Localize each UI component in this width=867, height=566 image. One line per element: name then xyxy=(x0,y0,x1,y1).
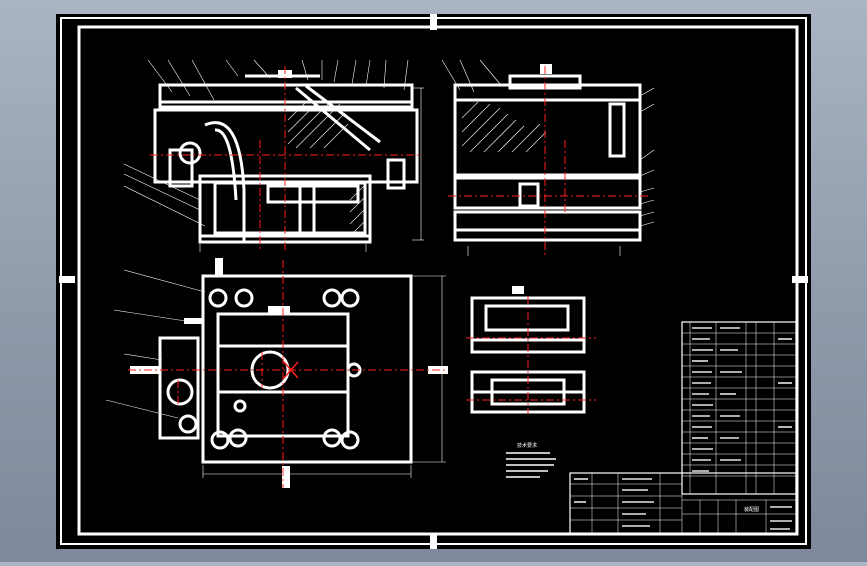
side-view-top-nut xyxy=(540,64,552,74)
plan-view-leaders xyxy=(105,269,206,419)
plan-view-cross xyxy=(283,361,299,379)
plan-view-centerlines xyxy=(128,260,446,488)
side-view-hatching xyxy=(461,101,547,153)
detail-upper-nut xyxy=(512,286,524,294)
side-view xyxy=(453,74,642,242)
title-block: 装配图 xyxy=(569,472,797,535)
tech-notes xyxy=(506,452,556,478)
detail-centerlines xyxy=(466,296,596,414)
side-view-leaders xyxy=(441,59,655,256)
front-view-leaders xyxy=(123,59,409,227)
front-view xyxy=(153,74,419,244)
drawing-sheet xyxy=(56,14,811,549)
tech-notes-title: 技术要求 xyxy=(517,442,537,449)
front-view-hatching xyxy=(287,101,367,235)
side-view-centerlines xyxy=(448,66,648,258)
front-view-dimensions xyxy=(199,87,424,252)
title-block-name: 装配图 xyxy=(744,506,759,513)
parts-list xyxy=(681,321,797,495)
front-view-centerlines xyxy=(150,66,420,250)
centering-marks xyxy=(59,14,808,549)
plan-view-dimensions xyxy=(202,275,446,478)
